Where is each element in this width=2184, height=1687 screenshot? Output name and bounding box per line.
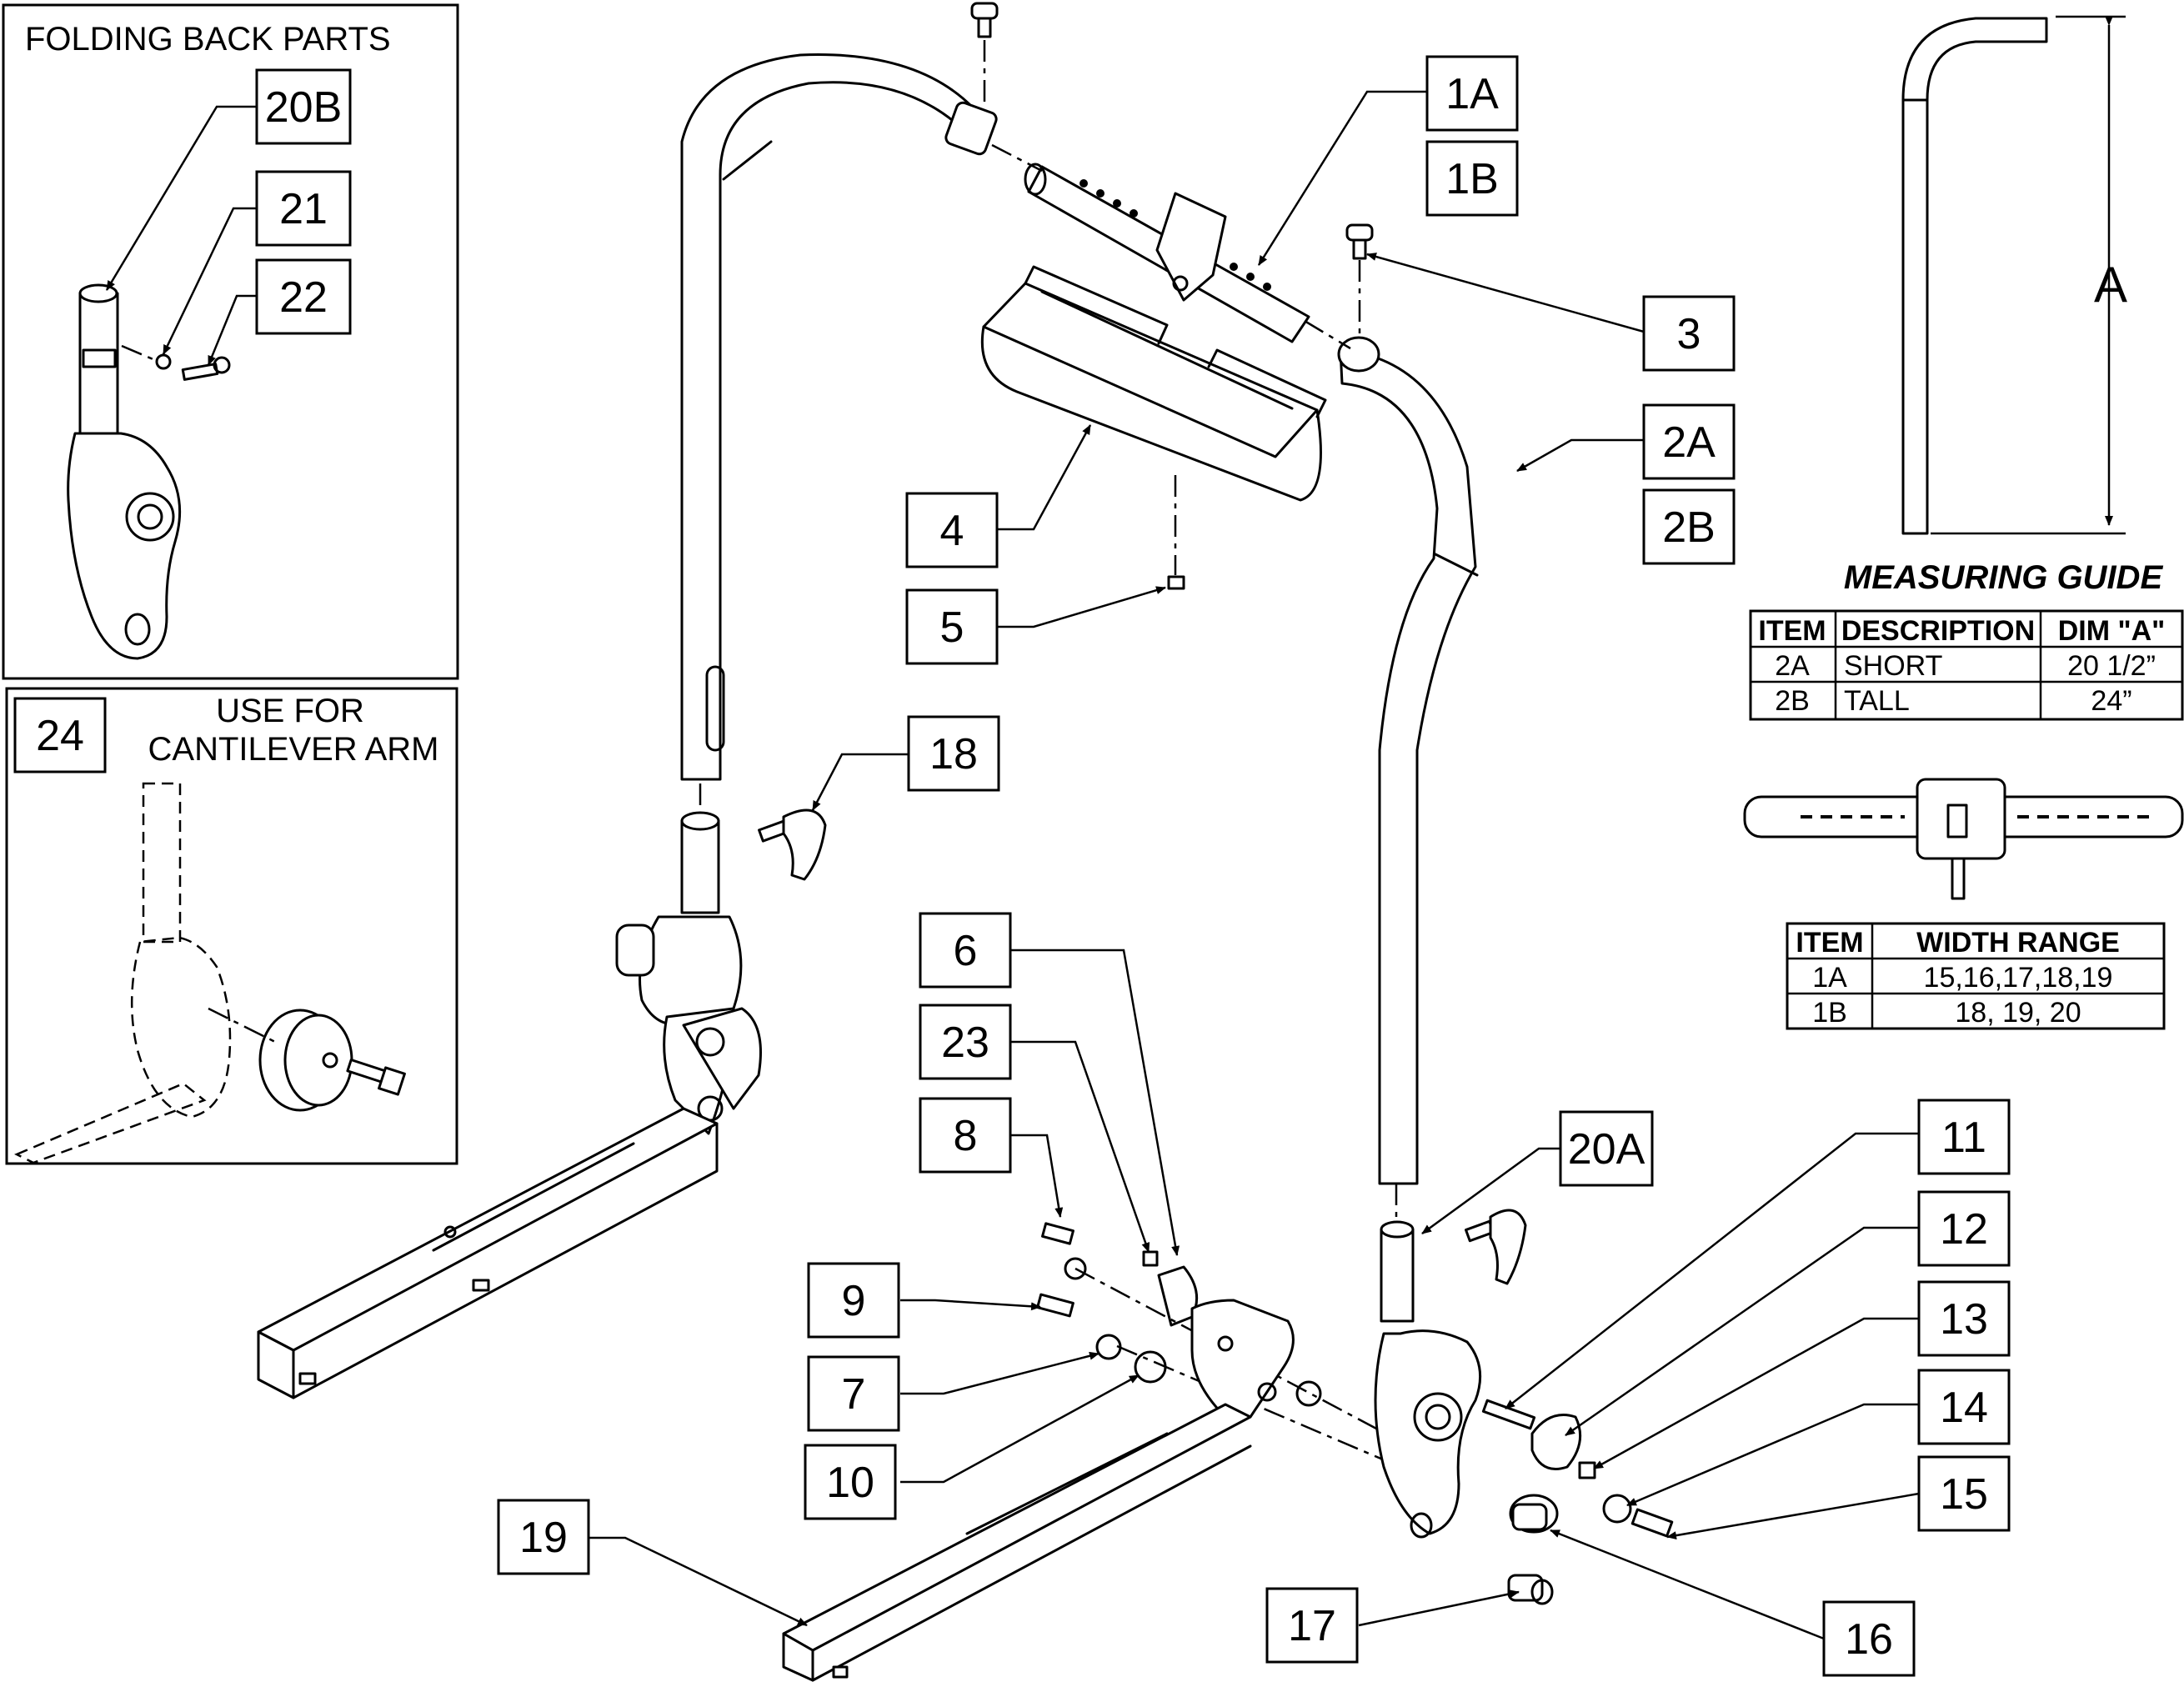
- callout-6: 6: [919, 912, 1012, 989]
- left-back-cane: [680, 53, 998, 781]
- callout-21: 21: [255, 170, 352, 247]
- back-pocket: [980, 265, 1327, 590]
- callout-9-text: 9: [842, 1277, 866, 1325]
- callout-10-text: 10: [826, 1459, 874, 1507]
- callout-8: 8: [919, 1097, 1012, 1174]
- callout-17-text: 17: [1288, 1602, 1336, 1650]
- wt-row2-item: 1B: [1812, 997, 1847, 1029]
- callout-24-text: 24: [36, 712, 84, 760]
- callout-20A-text: 20A: [1568, 1125, 1646, 1174]
- mg-row2-description: TALL: [1844, 685, 1910, 717]
- folding-back-title: FOLDING BACK PARTS: [25, 21, 391, 58]
- callout-20A: 20A: [1559, 1110, 1654, 1187]
- hinge-part-drawing: [67, 283, 231, 660]
- cantilever-arm-panel: USE FOR CANTILEVER ARM: [5, 687, 458, 1165]
- callout-16-text: 16: [1845, 1615, 1893, 1664]
- callout-17: 17: [1265, 1587, 1359, 1664]
- mg-row1-item: 2A: [1775, 650, 1810, 682]
- callout-4: 4: [905, 492, 999, 568]
- mg-header-item: ITEM: [1758, 615, 1826, 647]
- callout-21-text: 21: [279, 185, 328, 233]
- callout-2A: 2A: [1642, 403, 1736, 480]
- callout-23-text: 23: [941, 1019, 989, 1067]
- right-hinge-hardware: [1481, 1399, 1674, 1605]
- wt-row1-range: 15,16,17,18,19: [1924, 962, 2113, 994]
- cantilever-title-line2: CANTILEVER ARM: [148, 731, 439, 768]
- callout-22: 22: [255, 258, 352, 335]
- callout-1A: 1A: [1425, 55, 1519, 132]
- callout-7: 7: [807, 1355, 900, 1432]
- callout-1A-text: 1A: [1445, 70, 1499, 118]
- callout-14-text: 14: [1940, 1384, 1988, 1432]
- callout-22-text: 22: [279, 273, 328, 322]
- callout-1B-text: 1B: [1445, 155, 1499, 203]
- callout-5-text: 5: [940, 603, 964, 652]
- callout-13: 13: [1917, 1280, 2011, 1357]
- callout-23: 23: [919, 1004, 1012, 1080]
- measuring-guide-table: ITEM DESCRIPTION DIM "A" 2A SHORT 20 1/2…: [1749, 609, 2184, 721]
- callout-15-text: 15: [1940, 1470, 1988, 1519]
- callout-4-text: 4: [940, 507, 964, 555]
- mg-row2-dim: 24”: [2091, 685, 2131, 717]
- callout-20B-text: 20B: [265, 83, 343, 132]
- callout-12-text: 12: [1940, 1205, 1988, 1254]
- callout-20B: 20B: [255, 68, 352, 145]
- callout-2A-text: 2A: [1662, 418, 1716, 467]
- callout-11-text: 11: [1941, 1114, 1986, 1162]
- callout-19-text: 19: [519, 1514, 568, 1562]
- mg-header-dim: DIM "A": [2058, 615, 2166, 647]
- callout-5: 5: [905, 588, 999, 665]
- wt-header-width-range: WIDTH RANGE: [1916, 927, 2120, 959]
- callout-11: 11: [1917, 1099, 2011, 1175]
- callout-6-text: 6: [954, 927, 978, 975]
- callout-15: 15: [1917, 1455, 2011, 1532]
- callout-14: 14: [1917, 1369, 2011, 1445]
- mg-row1-dim: 20 1/2”: [2067, 650, 2156, 682]
- cantilever-wheel-part: [258, 1009, 406, 1112]
- left-hinge-assembly: [615, 783, 762, 1135]
- back-cross-tube: [991, 143, 1351, 350]
- top-screw-right: [1345, 223, 1374, 333]
- width-range-table: ITEM WIDTH RANGE 1A 15,16,17,18,19 1B 18…: [1786, 922, 2166, 1030]
- cantilever-ghost-drawing: [14, 782, 232, 1164]
- cantilever-title-line1: USE FOR: [216, 693, 364, 729]
- dimension-a-label: A: [2094, 257, 2127, 313]
- callout-16: 16: [1822, 1600, 1916, 1677]
- callout-13-text: 13: [1940, 1295, 1988, 1344]
- right-hinge-assembly: [1374, 1184, 1527, 1539]
- callout-2B-text: 2B: [1662, 503, 1716, 552]
- callout-12: 12: [1917, 1190, 2011, 1267]
- callout-3: 3: [1642, 295, 1736, 372]
- cross-tube-holes: [1079, 179, 1271, 291]
- right-hinge-rail-assembly: [782, 1299, 1322, 1682]
- callout-8-text: 8: [954, 1112, 978, 1160]
- measuring-guide: A MEASURING GUIDE ITEM DESCRIPTION DIM "…: [1749, 15, 2184, 721]
- callout-7-text: 7: [842, 1370, 866, 1419]
- callout-3-text: 3: [1677, 310, 1701, 358]
- leader-lines: [105, 90, 1920, 1640]
- lever-knob-left: [758, 808, 827, 881]
- callout-19: 19: [497, 1499, 590, 1575]
- measuring-guide-title: MEASURING GUIDE: [1844, 559, 2164, 596]
- center-hardware: [1036, 1222, 1418, 1469]
- wt-row1-item: 1A: [1812, 962, 1847, 994]
- callout-1B: 1B: [1425, 140, 1519, 217]
- left-seat-rail: [257, 1107, 719, 1399]
- cross-tube-guide-drawing: [1743, 778, 2184, 900]
- callout-2B: 2B: [1642, 488, 1736, 565]
- mg-row1-description: SHORT: [1844, 650, 1942, 682]
- mg-header-description: DESCRIPTION: [1841, 615, 2035, 647]
- top-screw-left: [970, 2, 999, 107]
- right-back-cane: [1337, 336, 1479, 1185]
- mg-row2-item: 2B: [1775, 685, 1810, 717]
- callout-18-text: 18: [929, 730, 978, 778]
- wt-row2-range: 18, 19, 20: [1955, 997, 2081, 1029]
- callout-9: 9: [807, 1262, 900, 1339]
- callout-18: 18: [907, 715, 1000, 792]
- wt-header-item: ITEM: [1796, 927, 1863, 959]
- folding-back-parts-panel: FOLDING BACK PARTS: [2, 3, 459, 680]
- callout-10: 10: [804, 1444, 897, 1520]
- callout-24: 24: [13, 697, 107, 773]
